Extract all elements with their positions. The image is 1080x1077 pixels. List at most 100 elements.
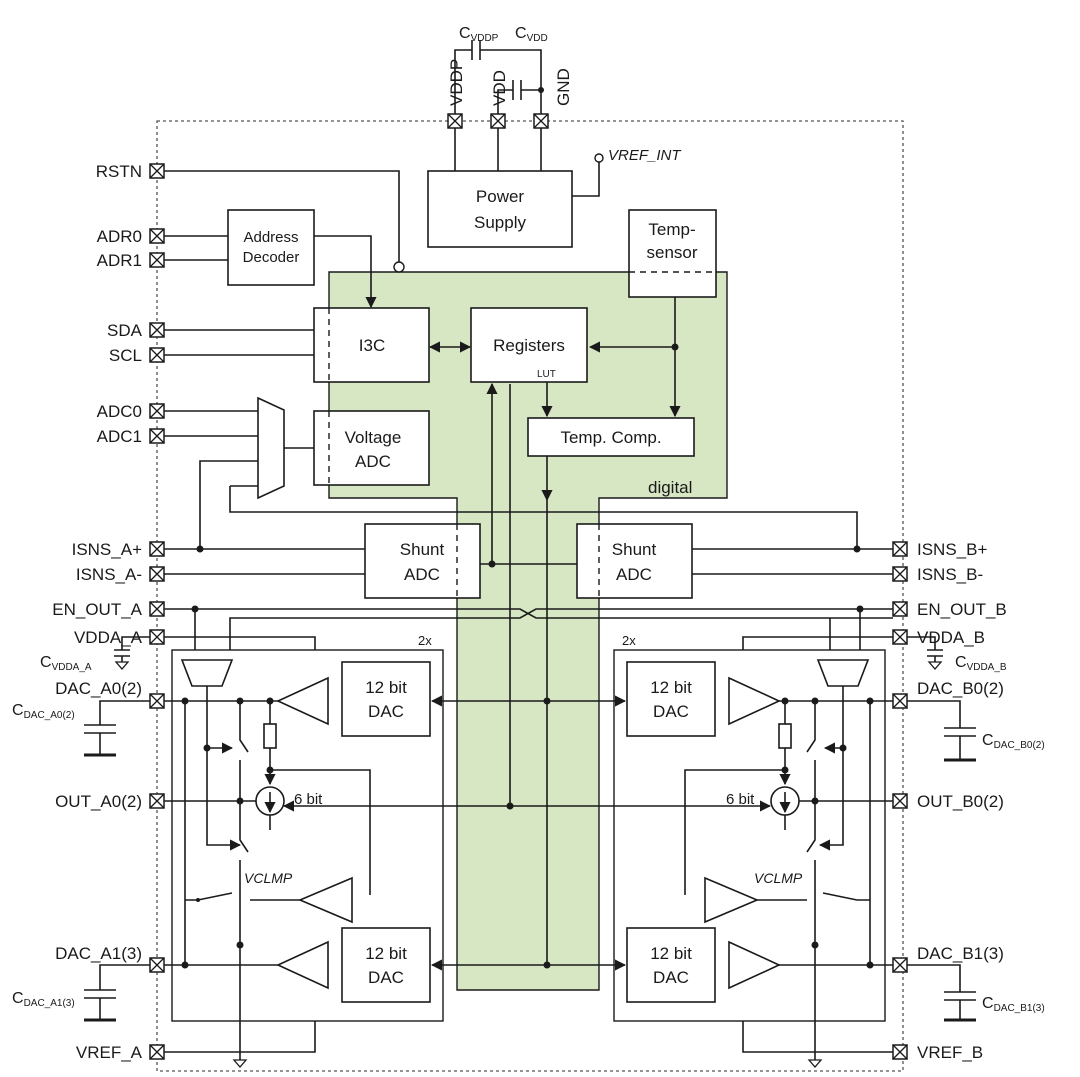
shunt-adc-b-label-2: ADC xyxy=(616,565,652,584)
logic-section: Address Decoder I3C Registers LUT Temp- … xyxy=(164,170,858,549)
dac-a1-buffer xyxy=(276,940,329,990)
pin-dac-b0: DAC_B0(2) xyxy=(917,679,1004,698)
i3c-label: I3C xyxy=(359,336,385,355)
pin-vref-b: VREF_B xyxy=(917,1043,983,1062)
pin-vdda-a: VDDA_A xyxy=(74,628,143,647)
channel-a: 2x 12 bit DAC 6 bit VCLMP xyxy=(164,633,514,1068)
external-caps-left: CVDDA_A CDAC_A0(2) CDAC_A1(3) xyxy=(12,636,150,1022)
channel-a-count: 2x xyxy=(418,633,432,648)
cap-vdda-b-label: CVDDA_B xyxy=(955,654,1007,673)
cap-dac-b1-label: CDAC_B1(3) xyxy=(982,995,1045,1014)
pin-out-b0: OUT_B0(2) xyxy=(917,792,1004,811)
vclmp-amp-b xyxy=(704,876,760,924)
power-supply-block xyxy=(427,170,573,248)
address-decoder-block xyxy=(227,209,315,286)
pin-adr0: ADR0 xyxy=(97,227,142,246)
dac-a0-label-1: 12 bit xyxy=(365,678,407,697)
top-power-section: VDDP VDD GND CVDDP CVDD Power Supply VRE… xyxy=(427,25,682,248)
external-caps-right: CVDDA_B CDAC_B0(2) CDAC_B1(3) xyxy=(907,636,1045,1022)
vclmp-amp-a xyxy=(297,876,353,924)
pin-isns-a-minus: ISNS_A- xyxy=(76,565,142,584)
pin-en-out-b: EN_OUT_B xyxy=(917,600,1007,619)
pin-vddp xyxy=(447,113,463,129)
temp-comp-block xyxy=(527,417,695,457)
temp-sensor-label-2: sensor xyxy=(646,243,697,262)
dac-b1-buffer xyxy=(728,940,781,990)
pin-dac-a1: DAC_A1(3) xyxy=(55,944,142,963)
chip-boundary xyxy=(156,120,904,1072)
shunt-adc-a-label-2: ADC xyxy=(404,565,440,584)
registers-label: Registers xyxy=(493,336,565,355)
temp-sensor-block xyxy=(628,209,717,298)
dac-b0-label-2: DAC xyxy=(653,702,689,721)
dac-b1-block xyxy=(626,927,716,1003)
voltage-adc-block xyxy=(313,410,430,486)
six-bit-label-b: 6 bit xyxy=(726,791,755,808)
channel-b-mux xyxy=(816,659,870,687)
pin-rstn: RSTN xyxy=(96,162,142,181)
lut-label: LUT xyxy=(537,369,556,380)
power-supply-label-2: Supply xyxy=(474,213,526,232)
voltage-adc-label-2: ADC xyxy=(355,452,391,471)
pin-adc0: ADC0 xyxy=(97,402,142,421)
vref-int-label: VREF_INT xyxy=(608,147,682,164)
pin-sda: SDA xyxy=(107,321,143,340)
digital-label: digital xyxy=(648,478,692,497)
shunt-adc-a-label-1: Shunt xyxy=(400,540,445,559)
central-bus xyxy=(430,500,627,971)
pin-vdda-b: VDDA_B xyxy=(917,628,985,647)
address-decoder-label-1: Address xyxy=(243,229,298,246)
registers-block xyxy=(470,307,588,383)
pin-adc1: ADC1 xyxy=(97,427,142,446)
address-decoder-label-2: Decoder xyxy=(243,249,300,266)
dac-b0-block xyxy=(626,661,716,737)
i3c-block xyxy=(313,307,430,383)
shunt-adc-a-block xyxy=(364,523,481,599)
cap-dac-b0-label: CDAC_B0(2) xyxy=(982,732,1045,751)
shunt-adc-b-label-1: Shunt xyxy=(612,540,657,559)
pin-isns-b-plus: ISNS_B+ xyxy=(917,540,987,559)
dac-b0-buffer xyxy=(728,676,781,726)
dac-a0-buffer xyxy=(276,676,329,726)
dac-b0-label-1: 12 bit xyxy=(650,678,692,697)
cap-vdd-label: CVDD xyxy=(515,25,548,44)
channel-a-mux xyxy=(180,659,234,687)
six-bit-label-a: 6 bit xyxy=(294,791,323,808)
vdd-label: VDD xyxy=(490,70,509,106)
input-mux xyxy=(257,396,285,500)
cap-vdda-a-label: CVDDA_A xyxy=(40,654,92,673)
dac-a1-label-2: DAC xyxy=(368,968,404,987)
vclmp-label-a: VCLMP xyxy=(244,870,293,886)
temp-sensor-label-1: Temp- xyxy=(648,220,695,239)
cap-vddp-label: CVDDP xyxy=(459,25,499,44)
pin-adr1: ADR1 xyxy=(97,251,142,270)
channel-b-count: 2x xyxy=(622,633,636,648)
dac-b1-label-2: DAC xyxy=(653,968,689,987)
pin-isns-b-minus: ISNS_B- xyxy=(917,565,983,584)
pin-dac-a0: DAC_A0(2) xyxy=(55,679,142,698)
pin-dac-b1: DAC_B1(3) xyxy=(917,944,1004,963)
power-supply-label-1: Power xyxy=(476,187,525,206)
pin-out-a0: OUT_A0(2) xyxy=(55,792,142,811)
dac-a0-block xyxy=(341,661,431,737)
pin-scl: SCL xyxy=(109,346,142,365)
cap-dac-a1-label: CDAC_A1(3) xyxy=(12,990,75,1009)
pin-vref-a: VREF_A xyxy=(76,1043,143,1062)
vddp-label: VDDP xyxy=(447,59,466,106)
pin-en-out-a: EN_OUT_A xyxy=(52,600,142,619)
channel-b: 2x 12 bit DAC 6 bit VCLMP xyxy=(510,633,893,1068)
pin-vdd xyxy=(490,113,506,129)
right-pins: ISNS_B+ ISNS_B- EN_OUT_B VDDA_B DAC_B0(2… xyxy=(892,540,1007,1062)
dac-b1-label-1: 12 bit xyxy=(650,944,692,963)
cap-dac-a0-label: CDAC_A0(2) xyxy=(12,702,75,721)
en-out-routing xyxy=(164,608,893,656)
dac-a1-block xyxy=(341,927,431,1003)
shunt-adc-section: Shunt ADC Shunt ADC xyxy=(164,382,893,806)
gnd-label: GND xyxy=(554,68,573,106)
shunt-adc-b-block xyxy=(576,523,693,599)
voltage-adc-label-1: Voltage xyxy=(345,428,402,447)
dac-a1-label-1: 12 bit xyxy=(365,944,407,963)
pin-isns-a-plus: ISNS_A+ xyxy=(72,540,142,559)
dac-a0-label-2: DAC xyxy=(368,702,404,721)
